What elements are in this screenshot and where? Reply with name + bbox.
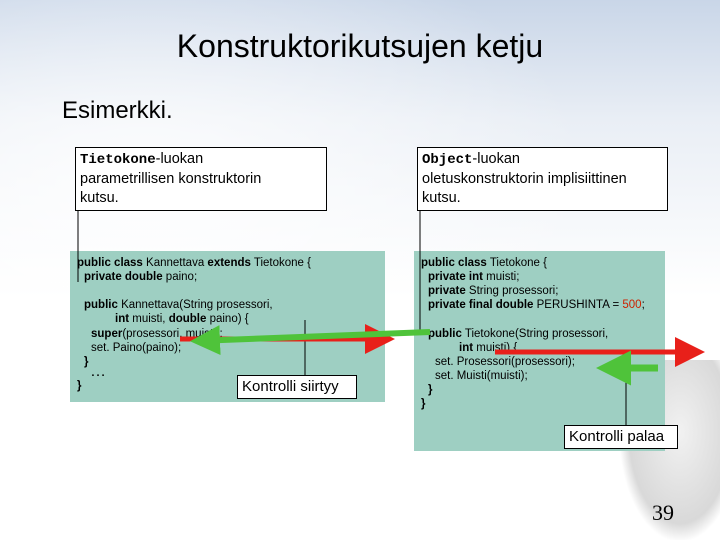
code-line: public class Kannettava extends Tietokon… xyxy=(77,257,311,269)
code-line: } xyxy=(421,398,426,410)
callout-right: Object-luokan oletuskonstruktorin implis… xyxy=(417,147,668,211)
callout-left-line3: kutsu. xyxy=(80,190,119,206)
page-number: 39 xyxy=(652,500,674,525)
callout-right-class: Object xyxy=(422,152,473,168)
slide-title: Konstruktorikutsujen ketju xyxy=(176,28,544,64)
code-line: } xyxy=(84,356,89,368)
callout-left: Tietokone-luokan parametrillisen konstru… xyxy=(75,147,327,211)
callout-right-line3: kutsu. xyxy=(422,190,461,206)
slide-subtitle: Esimerkki. xyxy=(62,97,173,124)
code-line: … xyxy=(90,363,106,380)
code-line: private double paino; xyxy=(84,271,198,283)
callout-right-line2: oletuskonstruktorin implisiittinen xyxy=(422,171,627,187)
code-line: public Tietokone(String prosessori, xyxy=(428,328,609,340)
callout-right-suffix: -luokan xyxy=(472,151,520,167)
code-line: public class Tietokone { xyxy=(421,257,547,269)
code-line: set. Prosessori(prosessori); xyxy=(435,356,575,368)
code-line: } xyxy=(428,384,433,396)
callout-left-line2: parametrillisen konstruktorin xyxy=(80,171,262,187)
code-line: private final double PERUSHINTA = 500; xyxy=(428,299,645,311)
callout-left-suffix: -luokan xyxy=(155,151,204,167)
code-line: private String prosessori; xyxy=(428,285,559,297)
label-control-returns: Kontrolli palaa xyxy=(564,425,678,449)
code-line: set. Paino(paino); xyxy=(91,342,182,354)
label-control-moves: Kontrolli siirtyy xyxy=(237,375,357,399)
code-line: int muisti, double paino) { xyxy=(115,313,249,325)
code-line: } xyxy=(77,380,82,392)
code-line: set. Muisti(muisti); xyxy=(435,370,528,382)
callout-left-class: Tietokone xyxy=(80,152,156,168)
code-line: private int muisti; xyxy=(428,271,520,283)
code-line: public Kannettava(String prosessori, xyxy=(84,299,273,311)
green-arrow-return-left xyxy=(190,325,431,356)
